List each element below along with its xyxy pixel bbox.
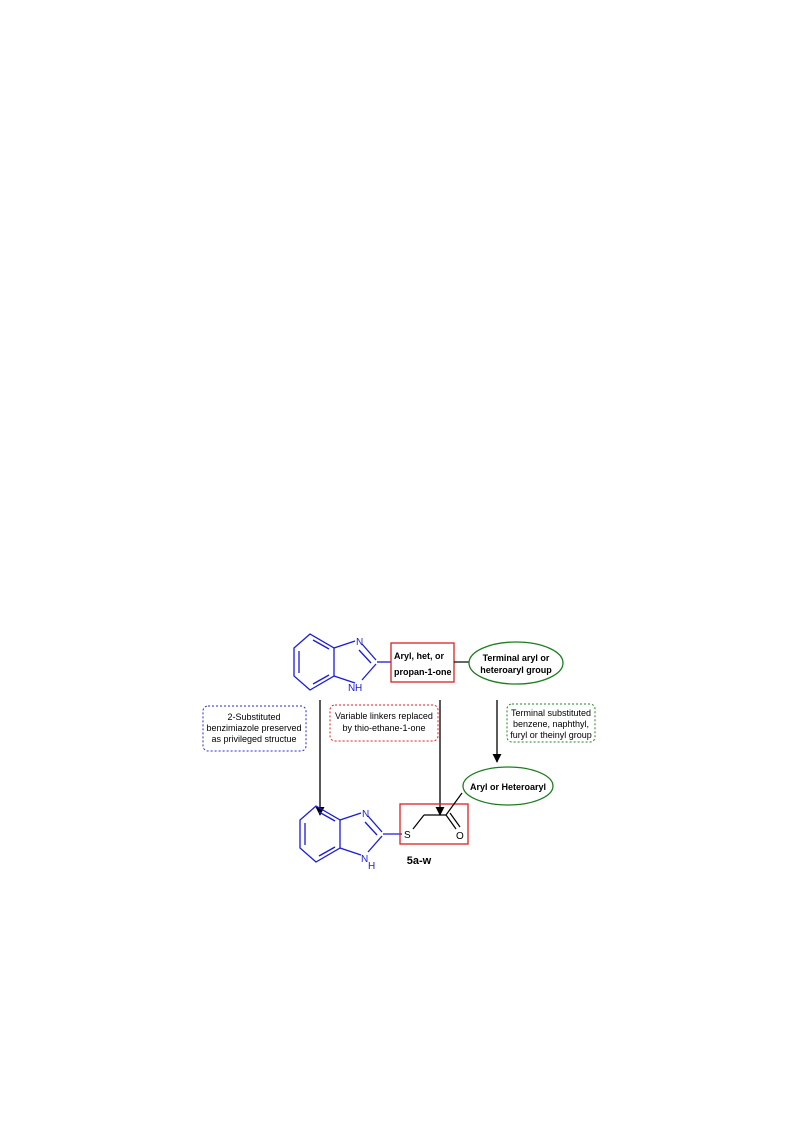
note-blue-box: [202, 705, 307, 752]
top-terminal-line2: heteroaryl group: [480, 665, 552, 675]
note-green-box: [506, 703, 596, 743]
note-blue-line2: benzimiazole preserved: [206, 723, 301, 733]
bottom-atom-n: N: [362, 809, 369, 820]
bottom-atom-n-lower: N: [361, 854, 368, 865]
top-linker-line1: Aryl, het, or: [394, 651, 445, 661]
top-atom-n-lower: N: [348, 683, 355, 694]
top-atom-nh: H: [355, 683, 362, 694]
bottom-atom-o: O: [456, 831, 464, 842]
note-green-line2: benzene, naphthyl,: [513, 719, 589, 729]
note-blue-line1: 2-Substituted: [227, 712, 280, 722]
note-green-line1: Terminal substituted: [511, 708, 591, 718]
bottom-linker-bonds: [412, 792, 463, 830]
note-red-box: [329, 704, 439, 742]
bottom-terminal-ellipse: [462, 766, 554, 806]
note-blue-line3: as privileged structue: [211, 734, 296, 744]
compound-label: 5a-w: [407, 855, 432, 867]
top-atom-n: N: [356, 637, 363, 648]
note-red-line1: Variable linkers replaced: [335, 711, 433, 721]
bottom-atom-s: S: [404, 830, 411, 841]
top-terminal-line1: Terminal aryl or: [483, 653, 550, 663]
note-green-line3: furyl or theinyl group: [510, 730, 592, 740]
top-terminal-ellipse: [468, 641, 564, 685]
bottom-terminal-label: Aryl or Heteroaryl: [470, 782, 546, 792]
top-linker-line2: propan-1-one: [394, 667, 452, 677]
bottom-linker-box: [399, 803, 469, 845]
note-red-line2: by thio-ethane-1-one: [342, 723, 425, 733]
bottom-atom-nh: H: [368, 861, 375, 872]
bottom-benzimidazole: [299, 805, 402, 863]
top-benzimidazole: [293, 633, 391, 691]
